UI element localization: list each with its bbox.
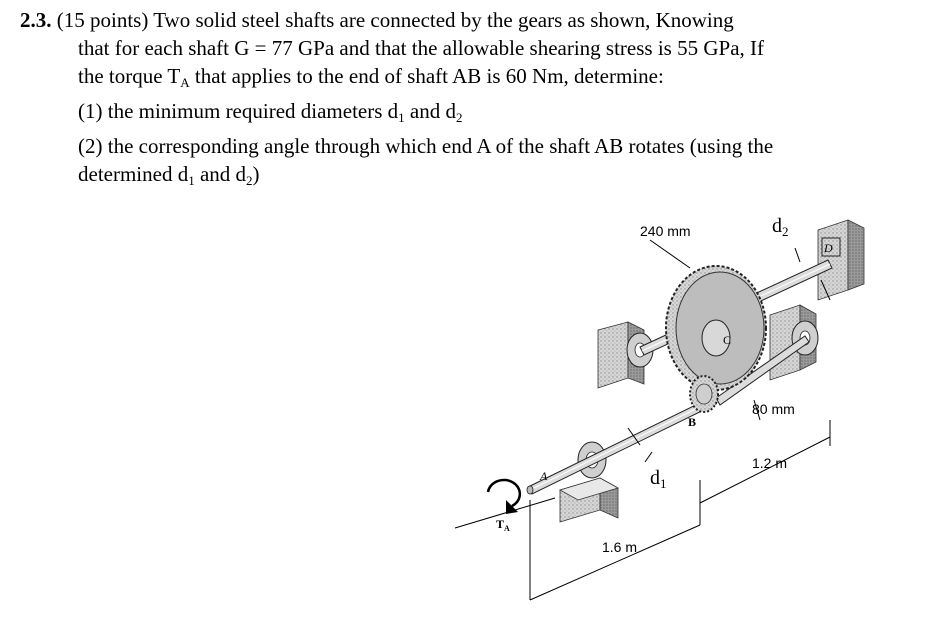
bearing-support-right xyxy=(769,304,819,381)
problem-statement: 2.3. (15 points) Two solid steel shafts … xyxy=(20,6,920,195)
point-d-label: D xyxy=(823,241,833,255)
problem-line-5: (2) the corresponding angle through whic… xyxy=(78,134,774,158)
label-d2: d2 xyxy=(772,215,789,239)
point-a-label: A xyxy=(539,469,548,483)
ground-line xyxy=(454,497,556,529)
bearing-support-left xyxy=(597,321,654,389)
gear-c xyxy=(665,265,767,391)
shaft-ab xyxy=(526,396,717,495)
dimension-lines xyxy=(529,239,831,601)
point-c-label: C xyxy=(723,333,731,347)
problem-line-6: determined d1 and d2) xyxy=(78,162,260,188)
fixed-support-d xyxy=(817,219,865,301)
shaft-b-extension xyxy=(715,335,810,406)
problem-line-4: (1) the minimum required diameters d1 an… xyxy=(78,99,463,125)
label-1-6m: 1.6 m xyxy=(602,539,637,555)
label-d1: d1 xyxy=(650,467,667,491)
problem-line-3: the torque TA that applies to the end of… xyxy=(78,64,664,90)
problem-number: 2.3. xyxy=(20,8,52,32)
label-80mm: 80 mm xyxy=(752,401,795,417)
label-240mm: 240 mm xyxy=(640,223,691,239)
torque-arrow-icon xyxy=(486,478,522,514)
problem-line-1: 2.3. (15 points) Two solid steel shafts … xyxy=(20,8,734,32)
torque-label: TA xyxy=(496,517,510,533)
label-1-2m: 1.2 m xyxy=(752,455,787,471)
bearing-support-a xyxy=(558,441,620,523)
problem-line-2: that for each shaft G = 77 GPa and that … xyxy=(78,36,764,60)
gear-b xyxy=(689,375,719,413)
point-b-label: B xyxy=(688,415,696,429)
